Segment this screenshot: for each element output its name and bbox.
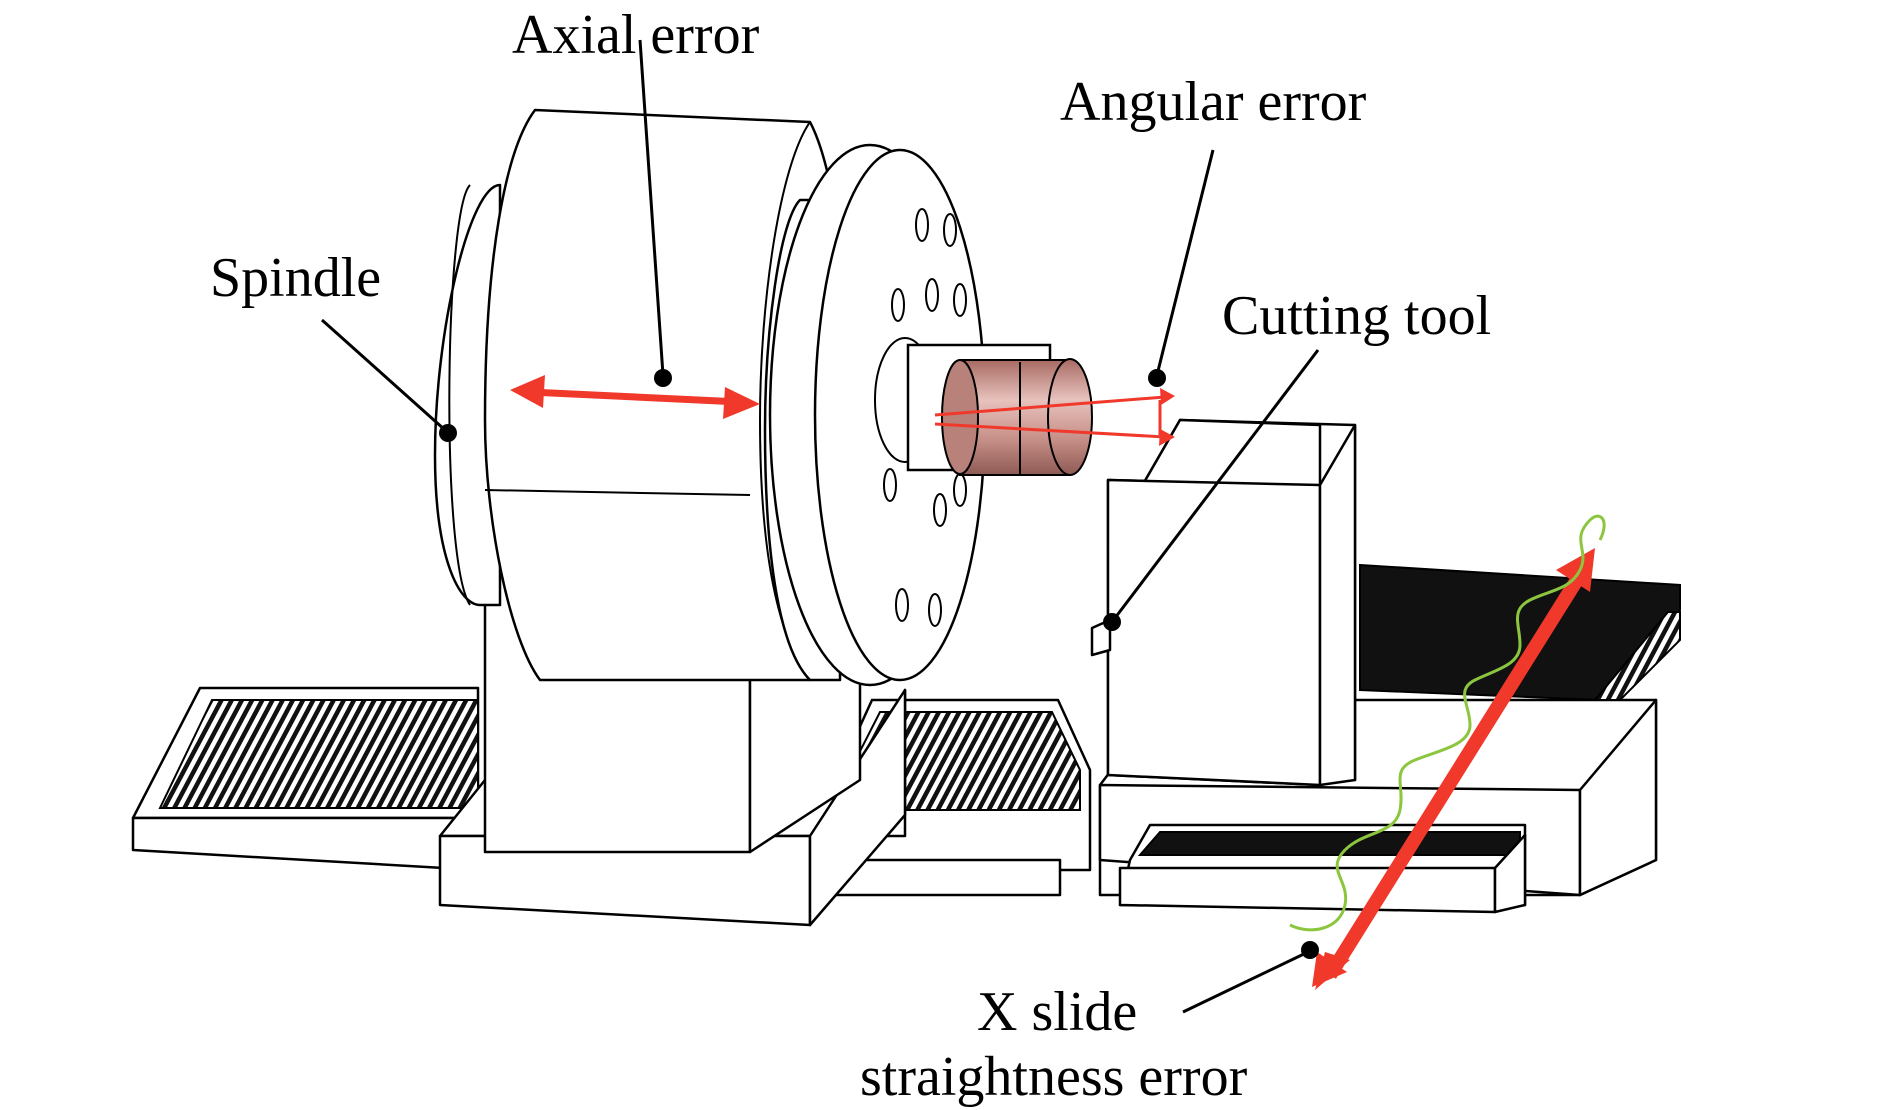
angular-error-arrows xyxy=(934,388,1175,446)
tool-holder xyxy=(906,343,1093,476)
x-slide-label-line1: X slide xyxy=(977,981,1137,1043)
bolt-holes xyxy=(883,208,967,627)
axial-error-arrow xyxy=(510,375,760,419)
spindle-faceplate xyxy=(768,143,987,687)
leader-lines xyxy=(321,39,1320,1014)
straightness-trace xyxy=(1289,514,1606,932)
spindle-label: Spindle xyxy=(210,247,381,309)
cutting-tool-label: Cutting tool xyxy=(1222,285,1491,347)
x-slide-base xyxy=(1098,698,1658,914)
x-slide-label-line2: straightness error xyxy=(860,1046,1248,1108)
x-slide-straightness-arrow xyxy=(1312,548,1595,990)
angular-error-label: Angular error xyxy=(1060,71,1367,133)
axial-error-label: Axial error xyxy=(512,4,760,66)
